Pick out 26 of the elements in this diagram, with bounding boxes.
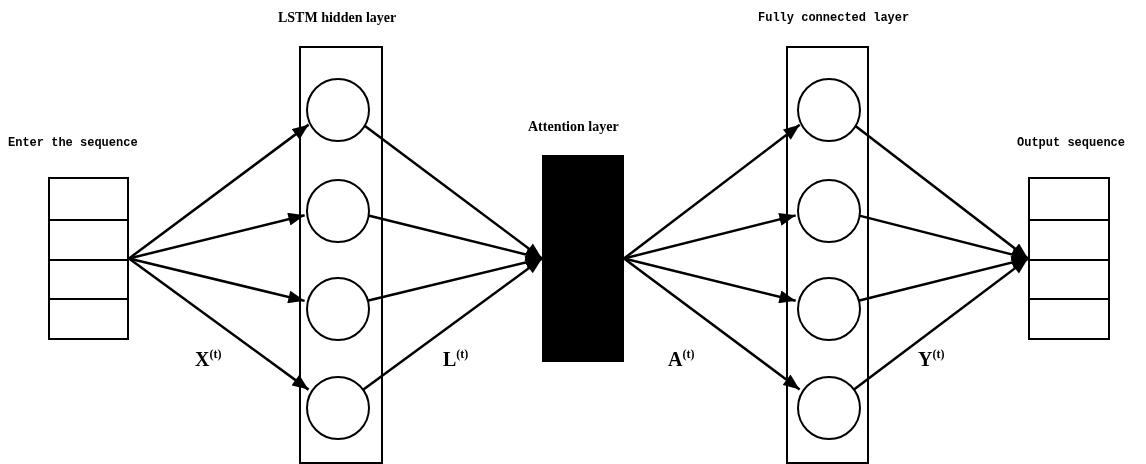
layer-heading: Output sequence [1017,135,1126,151]
signal-label: X$^{(t)}$ [195,346,222,371]
arrow [128,257,310,391]
arrow [623,213,796,260]
arrow [128,123,310,260]
neuron-circle [306,277,370,341]
neuron-circle [797,277,861,341]
arrow [623,257,801,391]
arrow [362,123,543,260]
layer-heading: Enter the sequence [8,135,138,151]
neuron-circle [306,78,370,142]
neuron-circle [797,78,861,142]
neuron-circle [306,376,370,440]
arrow [853,257,1029,391]
layer-heading: Attention layer [528,119,619,135]
layer-heading: LSTM hidden layer [278,10,397,26]
arrow [853,123,1029,260]
layer-heading: Fully connected layer [758,10,910,26]
signal-label: Y$^{(t)}$ [918,346,945,371]
arrow [623,123,801,260]
signal-label: L$^{(t)}$ [443,346,469,371]
arrow [362,257,543,391]
neuron-circle [797,179,861,243]
signal-label: A$^{(t)}$ [668,346,695,371]
neuron-circle [797,376,861,440]
neuron-circle [306,179,370,243]
